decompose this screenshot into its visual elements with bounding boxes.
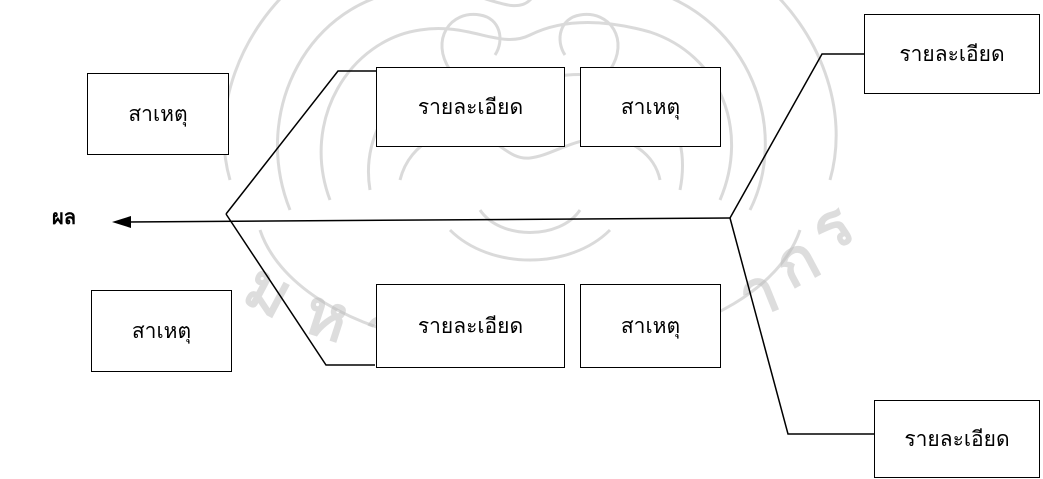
effect-label: ผล xyxy=(52,201,76,233)
right-upper-bone xyxy=(730,54,865,218)
right-lower-bone xyxy=(730,218,878,434)
left-lower-bone xyxy=(226,214,375,365)
cause-box-top-inner: สาเหตุ xyxy=(580,67,721,147)
detail-box-top-right: รายละเอียด xyxy=(864,14,1040,94)
cause-box-bottom-inner: สาเหตุ xyxy=(580,284,721,368)
left-upper-bone xyxy=(226,71,378,214)
spine-line xyxy=(122,218,730,222)
detail-box-top-inner: รายละเอียด xyxy=(376,67,565,147)
detail-box-bottom-inner: รายละเอียด xyxy=(376,284,565,368)
cause-box-bottom-left: สาเหตุ xyxy=(91,290,232,372)
detail-box-bottom-right: รายละเอียด xyxy=(874,400,1040,478)
arrowhead-icon xyxy=(112,216,131,228)
cause-box-top-left: สาเหตุ xyxy=(87,73,229,155)
